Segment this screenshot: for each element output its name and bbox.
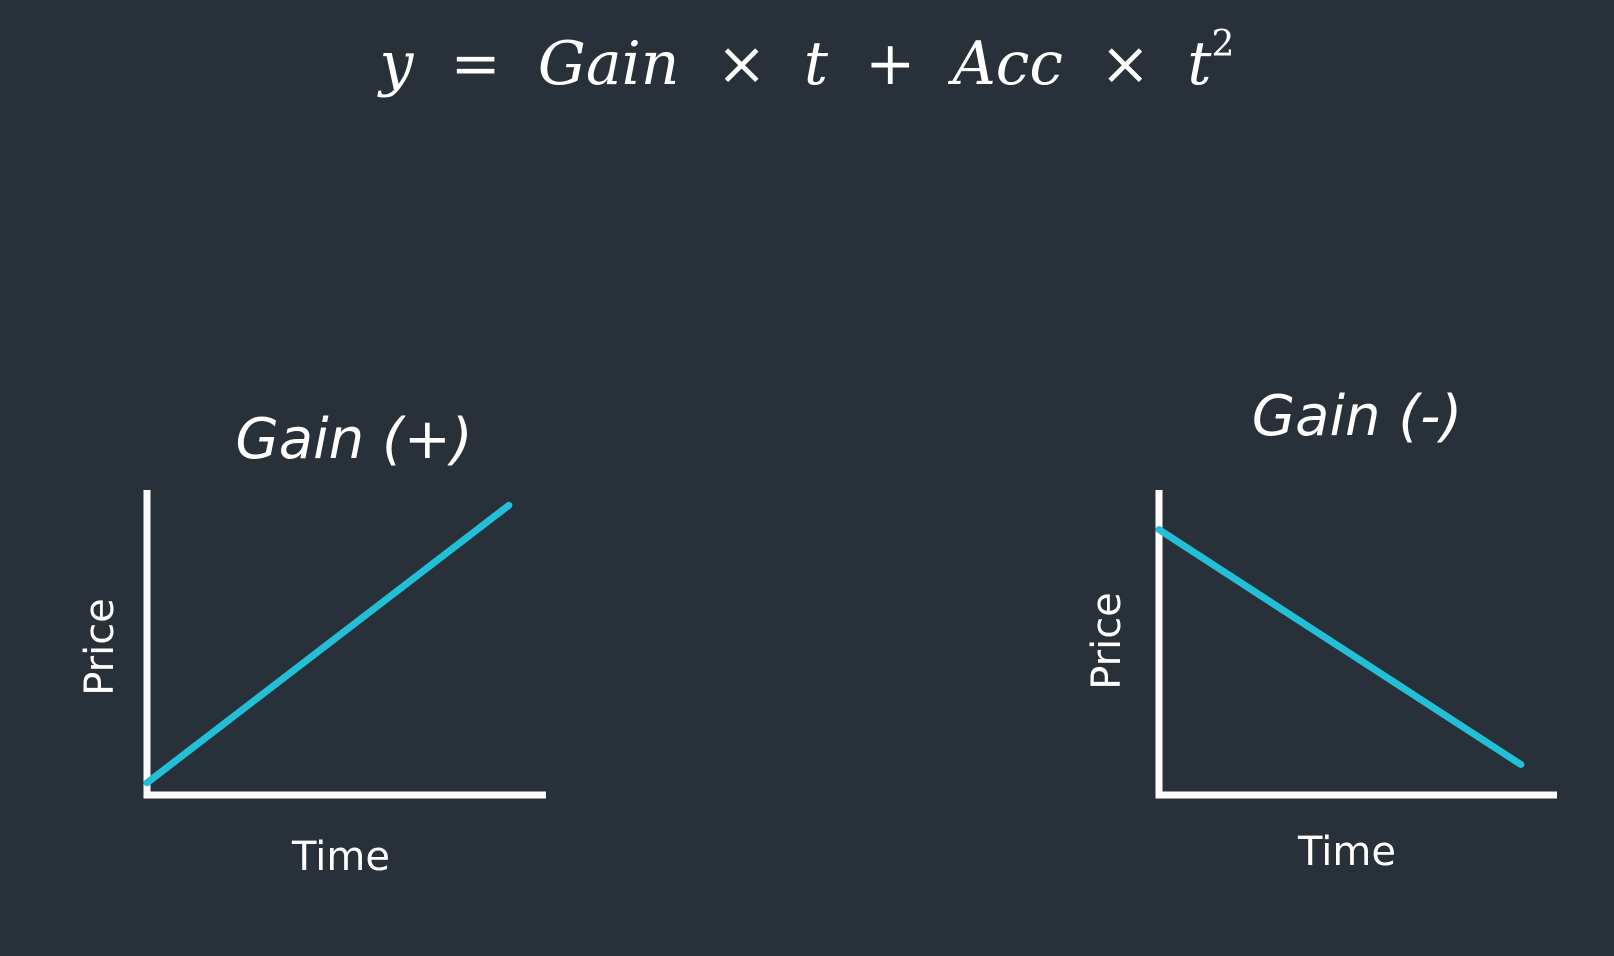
series-line	[143, 501, 513, 787]
equation-plus: +	[865, 29, 916, 99]
chart-gain-positive: Gain (+) Time Price	[77, 407, 546, 880]
chart-title: Gain (+)	[235, 407, 472, 472]
equation-acc: Acc	[952, 29, 1063, 99]
equation-equals: =	[450, 29, 501, 99]
y-axis-label: Price	[77, 598, 123, 696]
chart-gain-negative: Gain (-) Time Price	[1084, 384, 1557, 875]
equation-y: y	[379, 29, 414, 99]
equation-gain: Gain	[537, 29, 680, 99]
equation-t-2: t	[1187, 29, 1212, 99]
equation-times-1: ×	[716, 29, 767, 99]
y-axis-label: Price	[1084, 592, 1130, 690]
axes	[1155, 490, 1557, 799]
equation-t-1: t	[803, 29, 828, 99]
x-axis-label: Time	[1297, 829, 1396, 875]
x-axis-label: Time	[291, 834, 390, 880]
equation: y = Gain × t + Acc × t2	[0, 24, 1614, 104]
axes	[143, 490, 546, 799]
chart-title: Gain (-)	[1252, 384, 1462, 449]
equation-exponent: 2	[1211, 24, 1235, 65]
series-line	[1155, 526, 1525, 768]
equation-times-2: ×	[1100, 29, 1151, 99]
